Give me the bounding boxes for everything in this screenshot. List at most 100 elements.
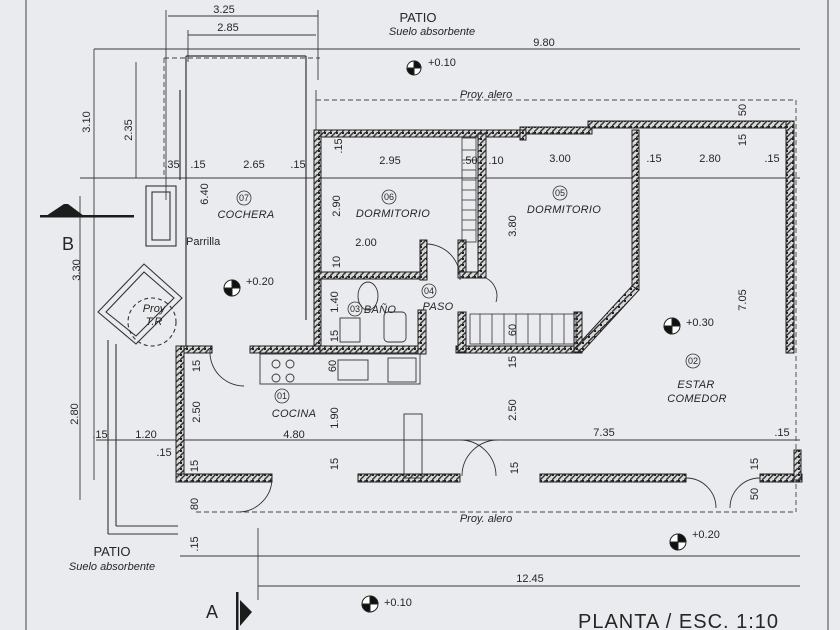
dim-015-h: 15 (507, 356, 519, 368)
level-cochera-value: +0.20 (246, 276, 274, 288)
dim-015-d: .15 (764, 153, 779, 165)
dim-050-a: .50 (462, 155, 477, 167)
dim-015-a: .15 (190, 159, 205, 171)
dim-2-50-a: 2.50 (191, 401, 203, 422)
dim-3-25: 3.25 (213, 4, 234, 16)
level-marker-cochera (223, 279, 241, 297)
dim-1-40: 1.40 (329, 291, 341, 312)
proy-alero-top: Proy. alero (460, 89, 512, 101)
level-top-value: +0.10 (428, 57, 456, 69)
dim-9-80: 9.80 (533, 37, 554, 49)
dim-1-90: 1.90 (329, 407, 341, 428)
dim-015-q: .15 (189, 536, 201, 551)
room-03-name: BAÑO (364, 303, 397, 316)
dim-3-30: 3.30 (71, 259, 83, 280)
dim-2-90: 2.90 (331, 195, 343, 216)
proy-tr-line1: Proy (143, 303, 167, 315)
kitchen-fixtures (259, 353, 423, 479)
level-bottom-value: +0.10 (384, 597, 412, 609)
dim-015-n: 15 (509, 462, 521, 474)
level-estar-value: +0.30 (686, 317, 714, 329)
dim-015-e: .15 (333, 138, 345, 153)
room-06-num: 06 (384, 192, 394, 202)
dim-015-f: 15 (737, 134, 749, 146)
level-marker-estar (663, 317, 681, 335)
dim-015-b: .15 (290, 159, 305, 171)
dim-2-65: 2.65 (243, 159, 264, 171)
dim-015-p: 15 (189, 460, 201, 472)
level-markers (223, 60, 687, 613)
room-number-circles (236, 185, 701, 404)
dim-1-20: 1.20 (135, 429, 156, 441)
room-04-num: 04 (424, 286, 434, 296)
dim-015-i: 15 (191, 360, 203, 372)
dim-7-05: 7.05 (737, 289, 749, 310)
dim-035: .35 (164, 159, 179, 171)
room-02-name-2: COMEDOR (667, 393, 727, 405)
level-marker-bottom (361, 595, 379, 613)
patio-bottom-sub: Suelo absorbente (69, 561, 155, 573)
dim-010-b: 10 (331, 256, 343, 268)
proy-tr-line2: T.R (146, 316, 163, 328)
eave-projection (163, 57, 797, 513)
bath-fixtures (339, 281, 407, 343)
room-03-num: 03 (350, 304, 360, 314)
dim-050-c: 50 (749, 488, 761, 500)
room-06-name: DORMITORIO (356, 208, 430, 220)
room-04-name: PASO (423, 301, 454, 313)
dim-015-o: 15 (749, 458, 761, 470)
dim-080: 80 (189, 498, 201, 510)
parrilla-label: Parrilla (186, 236, 221, 248)
section-a-letter: A (206, 602, 218, 622)
walls (175, 120, 803, 483)
dim-015-m: 15 (329, 458, 341, 470)
level-marker-top (406, 60, 422, 76)
sheet-title: PLANTA / ESC. 1:10 (578, 611, 779, 630)
dim-7-35: 7.35 (593, 427, 614, 439)
room-01-num: 01 (277, 391, 287, 401)
dim-015-j: .15 (92, 429, 107, 441)
level-marker-bottom-right (669, 533, 687, 551)
dim-050-b: 50 (737, 104, 749, 116)
dim-2-95: 2.95 (379, 155, 400, 167)
room-02-name-1: ESTAR (677, 379, 714, 391)
dim-060-b: 60 (507, 324, 519, 336)
dim-3-00: 3.00 (549, 153, 570, 165)
patio-top-sub: Suelo absorbente (389, 26, 475, 38)
sheet-border (25, 0, 829, 630)
dim-2-80-a: 2.80 (699, 153, 720, 165)
dim-010-a: .10 (488, 155, 503, 167)
room-07-num: 07 (239, 193, 249, 203)
dim-2-80-b: 2.80 (69, 403, 81, 424)
barbecue-structure (97, 185, 183, 535)
section-b-letter: B (62, 234, 74, 254)
dimension-lines (79, 10, 800, 600)
dim-2-00: 2.00 (355, 237, 376, 249)
dim-2-50-b: 2.50 (507, 399, 519, 420)
level-bottom-right-value: +0.20 (692, 529, 720, 541)
section-markers (40, 204, 252, 630)
dim-2-85: 2.85 (217, 22, 238, 34)
dim-015-l: .15 (156, 447, 171, 459)
dim-4-80: 4.80 (283, 429, 304, 441)
room-07-name: COCHERA (217, 209, 274, 221)
room-01-name: COCINA (272, 408, 317, 420)
dim-060-a: 60 (327, 360, 339, 372)
room-02-num: 02 (688, 356, 698, 366)
room-05-num: 05 (555, 188, 565, 198)
dim-015-g: 15 (329, 330, 341, 342)
closet-strip (461, 137, 577, 345)
patio-bottom-label: PATIO (93, 544, 130, 559)
dim-015-c: .15 (646, 153, 661, 165)
section-b-arrow (46, 204, 84, 216)
dim-015-k: .15 (774, 427, 789, 439)
dim-6-40: 6.40 (199, 183, 211, 204)
door-swings (209, 243, 761, 513)
dim-3-80: 3.80 (507, 215, 519, 236)
proy-alero-bottom: Proy. alero (460, 513, 512, 525)
garage-outline (179, 55, 307, 350)
room-05-name: DORMITORIO (527, 204, 601, 216)
section-a-arrow (240, 600, 252, 626)
patio-top-label: PATIO (399, 10, 436, 25)
